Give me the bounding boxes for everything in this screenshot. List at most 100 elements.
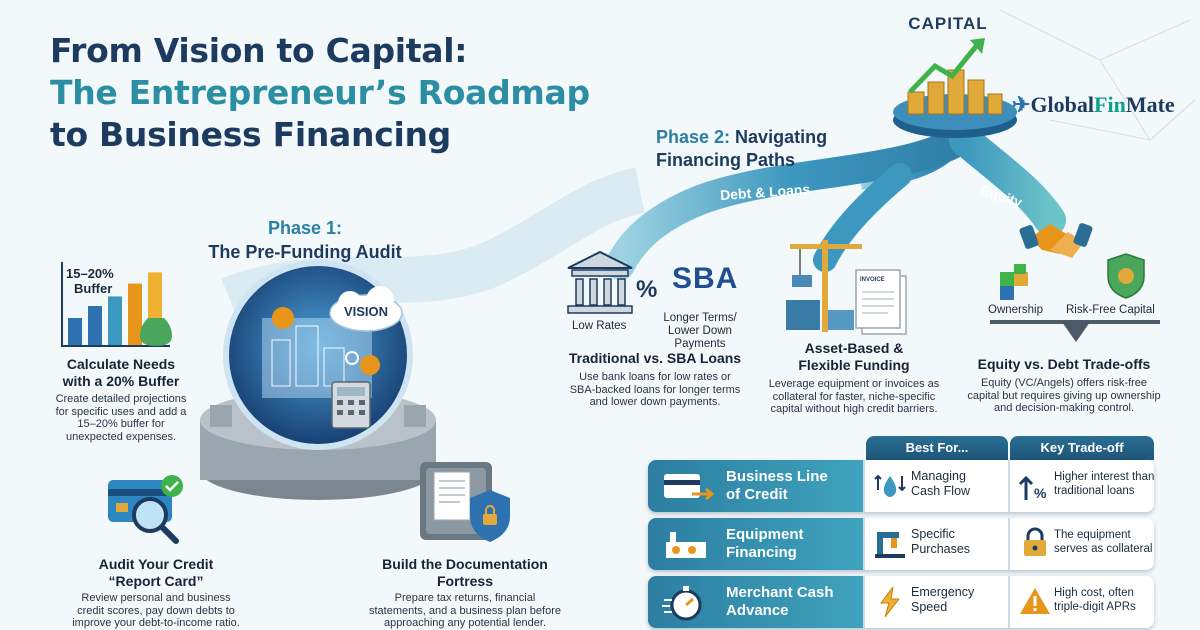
handshake-icon [1019, 223, 1093, 258]
stopwatch-icon [662, 586, 702, 621]
warning-triangle-icon [1020, 588, 1050, 614]
longer-terms-label: Longer Terms/Lower Down Payments [663, 312, 737, 350]
sba-heading: Traditional vs. SBA Loans [568, 350, 742, 366]
credit-card-magnifier-icon [108, 475, 183, 544]
audit-credit-heading: Audit Your Credit“Report Card” [98, 556, 214, 589]
buffer-label: 15–20% Buffer [66, 266, 114, 296]
buffer-bar [88, 306, 102, 346]
bank-icon [567, 250, 633, 314]
sba-logo: SBA [672, 262, 739, 295]
buffer-chart-axis [61, 262, 170, 347]
buffer-chart-icon [61, 262, 172, 347]
logo-part-3: Mate [1125, 92, 1175, 117]
vision-cloud-label: VISION [343, 304, 389, 319]
audit-credit-block: Audit Your Credit“Report Card” Review pe… [46, 556, 266, 630]
buffer-label-line-2: Buffer [74, 281, 113, 296]
growth-arrow-icon [908, 42, 980, 94]
low-rates-label: Low Rates [572, 320, 627, 332]
phase-1-prefix: Phase 1: [267, 218, 343, 238]
buffer-bar [128, 283, 142, 346]
table-header-best-for: Best For... [866, 436, 1008, 460]
machine-tool-icon [875, 532, 905, 558]
padlock-icon [1024, 527, 1046, 556]
title-line-3: to Business Financing [50, 115, 451, 154]
logo-globe-icon: ✈ [1012, 92, 1031, 117]
phase-1-heading: Phase 1: The Pre-Funding Audit [190, 216, 420, 264]
interest-up-arrow-icon: % [1018, 475, 1047, 501]
ownership-label: Ownership [988, 304, 1043, 316]
sba-block: Traditional vs. SBA Loans Use bank loans… [552, 350, 758, 409]
puzzle-ownership-icon [1000, 264, 1028, 300]
logo-part-2: Fin [1094, 92, 1126, 117]
asset-based-heading: Asset-Based &Flexible Funding [798, 340, 910, 373]
phase-2-heading: Phase 2: Navigating Financing Paths [656, 126, 827, 172]
title-line-2: The Entrepreneur’s Roadmap [50, 73, 590, 112]
buffer-label-line-1: 15–20% [66, 266, 114, 281]
invoice-label: INVOICE [860, 277, 885, 283]
asset-based-block: Asset-Based &Flexible Funding Leverage e… [756, 340, 952, 416]
lightning-bolt-icon [880, 586, 901, 618]
shield-dollar-icon [1107, 253, 1145, 299]
table-header-trade-off: Key Trade-off [1010, 436, 1154, 460]
logo-part-1: Global [1030, 92, 1095, 117]
globalfinmate-logo: ✈GlobalFinMate [1012, 92, 1175, 118]
vision-cloud [329, 286, 403, 332]
crane-container-icon [786, 240, 862, 332]
network-lines-decoration [999, 9, 1196, 141]
equity-block: Equity vs. Debt Trade-offs Equity (VC/An… [958, 356, 1170, 415]
credit-card-arrows-icon [664, 474, 715, 501]
phase-1-title: The Pre-Funding Audit [208, 242, 402, 262]
coin-stacks-icon [907, 69, 1003, 115]
water-drop-arrows-icon [874, 474, 906, 497]
page-title: From Vision to Capital: The Entrepreneur… [50, 30, 670, 156]
buffer-bar [108, 296, 122, 346]
risk-free-capital-label: Risk-Free Capital [1066, 304, 1155, 316]
title-line-1: From Vision to Capital: [50, 31, 468, 70]
capital-label: CAPITAL [908, 14, 988, 33]
factory-machine-icon [666, 532, 706, 558]
equity-heading: Equity vs. Debt Trade-offs [977, 356, 1151, 372]
phase-2-line-1: Navigating [730, 127, 828, 147]
document-safe-icon [420, 462, 510, 542]
svg-text:%: % [1034, 485, 1047, 501]
percent-icon: % [636, 276, 658, 303]
phase-2-prefix: Phase 2: [656, 127, 731, 147]
money-bag-icon [140, 318, 172, 346]
buffer-bar [68, 318, 82, 346]
invoice-document-icon [855, 269, 907, 335]
vision-tower-illustration [200, 260, 436, 500]
phase-2-line-2: Financing Paths [656, 150, 796, 170]
balance-scale-icon [990, 320, 1160, 342]
